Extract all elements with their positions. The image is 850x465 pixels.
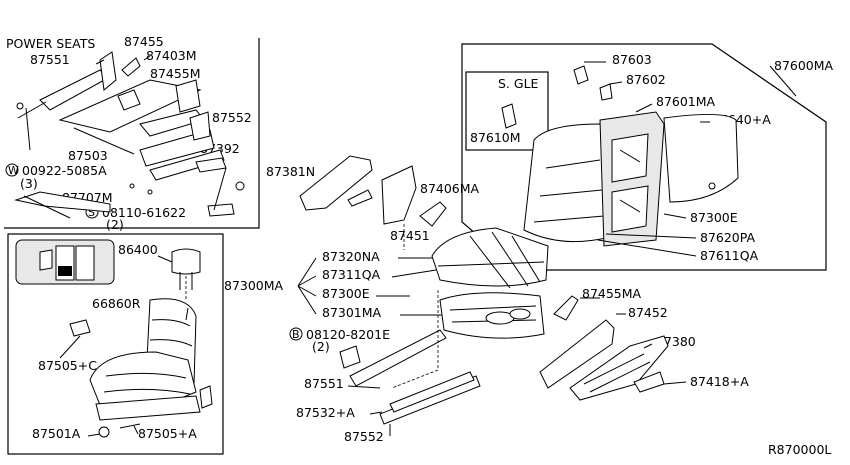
- bolt-symbol: [289, 327, 303, 341]
- screw-symbol-letter: S: [88, 206, 95, 219]
- label-87551-bot: 87551: [304, 376, 344, 391]
- label-87452: 87452: [628, 305, 668, 320]
- label-87320na: 87320NA: [322, 249, 380, 264]
- label-00922-5085a: 00922-5085A: [22, 163, 107, 178]
- label-87503: 87503: [68, 148, 108, 163]
- label-87552-bot: 87552: [344, 429, 384, 444]
- label-87455-top: 87455: [124, 34, 164, 49]
- diagram-id: R870000L: [768, 442, 831, 457]
- label-87300ma: 87300MA: [224, 278, 284, 293]
- label-87455ma: 87455MA: [582, 286, 642, 301]
- washer-symbol-letter: W: [8, 164, 19, 177]
- label-87403m: 87403M: [146, 48, 197, 63]
- label-87300e-left: 87300E: [322, 286, 370, 301]
- label-87505-a: 87505+A: [138, 426, 197, 441]
- label-87501a: 87501A: [32, 426, 81, 441]
- label-87611qa: 87611QA: [700, 248, 759, 263]
- label-87300e-right: 87300E: [690, 210, 738, 225]
- label-qty-2b: (2): [312, 339, 330, 354]
- s-gle-frame: [465, 71, 549, 151]
- seatback-drawing: [501, 61, 797, 257]
- label-66860r: 66860R: [92, 296, 141, 311]
- label-87505-c: 87505+C: [38, 358, 97, 373]
- label-86400: 86400: [118, 242, 158, 257]
- label-87620pa: 87620PA: [700, 230, 756, 245]
- label-87301ma: 87301MA: [322, 305, 382, 320]
- code-s-gle: S. GLE: [498, 76, 539, 91]
- label-87381n: 87381N: [266, 164, 315, 179]
- seat-assembly-frame: [7, 233, 224, 455]
- power-seats-frame: [4, 38, 260, 229]
- label-87610m: 87610M: [470, 130, 521, 145]
- label-08120-8201e: 08120-8201E: [306, 327, 390, 342]
- label-87418-a: 87418+A: [690, 374, 749, 389]
- washer-symbol: [5, 163, 19, 177]
- label-87603: 87603: [612, 52, 652, 67]
- label-87551-top: 87551: [30, 52, 70, 67]
- label-qty-3: (3): [20, 176, 38, 191]
- label-87552-top: 87552: [212, 110, 252, 125]
- label-87600ma: 87600MA: [774, 58, 834, 73]
- label-87455m: 87455M: [150, 66, 201, 81]
- label-87602: 87602: [626, 72, 666, 87]
- seatback-frame: [461, 43, 827, 271]
- label-87601ma: 87601MA: [656, 94, 716, 109]
- power-seats-title: POWER SEATS: [6, 36, 95, 51]
- label-87451: 87451: [390, 228, 430, 243]
- label-87532-a: 87532+A: [296, 405, 355, 420]
- seat-side-parts-drawing: [539, 295, 687, 401]
- label-qty-2a: (2): [106, 217, 124, 232]
- seat-cushion-drawing: [299, 155, 549, 436]
- seat-assembly-drawing: [15, 239, 213, 438]
- bolt-symbol-letter: B: [292, 328, 300, 341]
- label-87311qa: 87311QA: [322, 267, 381, 282]
- power-seat-frame-drawing: [14, 51, 245, 219]
- label-87406ma: 87406MA: [420, 181, 480, 196]
- label-08110-61622: 08110-61622: [102, 205, 186, 220]
